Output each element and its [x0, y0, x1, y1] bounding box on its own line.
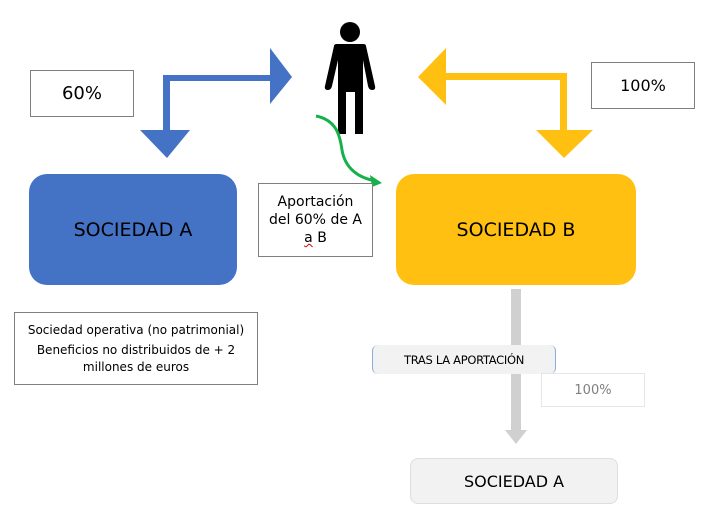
percentage-100-text: 100%: [620, 76, 666, 95]
after-contribution-text: TRAS LA APORTACIÓN: [403, 352, 525, 367]
contribution-line-1: Aportación: [277, 194, 354, 210]
contribution-line-3: a B: [304, 229, 327, 247]
after-contribution-label: TRAS LA APORTACIÓN: [372, 345, 556, 374]
sociedad-b-box: SOCIEDAD B: [396, 174, 636, 285]
sociedad-a-after-box: SOCIEDAD A: [410, 458, 618, 504]
contribution-line-2: del 60% de A: [269, 212, 362, 228]
sociedad-a-title: SOCIEDAD A: [73, 218, 193, 241]
percentage-100-label: 100%: [591, 62, 695, 109]
sociedad-a-after-title: SOCIEDAD A: [463, 471, 565, 491]
percentage-60-label: 60%: [30, 70, 134, 117]
contribution-note: Aportación del 60% de A a B: [258, 183, 373, 257]
sociedad-a-box: SOCIEDAD A: [29, 174, 237, 285]
percentage-100-after-text: 100%: [574, 382, 612, 398]
contribution-line-3-prefix: a: [304, 230, 313, 246]
percentage-60-text: 60%: [61, 83, 102, 104]
person-icon: [324, 22, 376, 134]
contribution-line-3-suffix: B: [312, 230, 327, 246]
sociedad-b-title: SOCIEDAD B: [456, 218, 576, 241]
percentage-100-after-label: 100%: [541, 373, 645, 407]
description-line-2: Beneficios no distribuidos de + 2: [36, 342, 236, 357]
blue-arrow-icon: [140, 48, 292, 158]
yellow-arrow-icon: [418, 48, 593, 158]
description-line-1: Sociedad operativa (no patrimonial): [27, 322, 245, 337]
description-line-3: millones de euros: [82, 359, 190, 374]
company-description-note: Sociedad operativa (no patrimonial) Bene…: [14, 312, 258, 385]
green-arrow-icon: [315, 114, 382, 187]
